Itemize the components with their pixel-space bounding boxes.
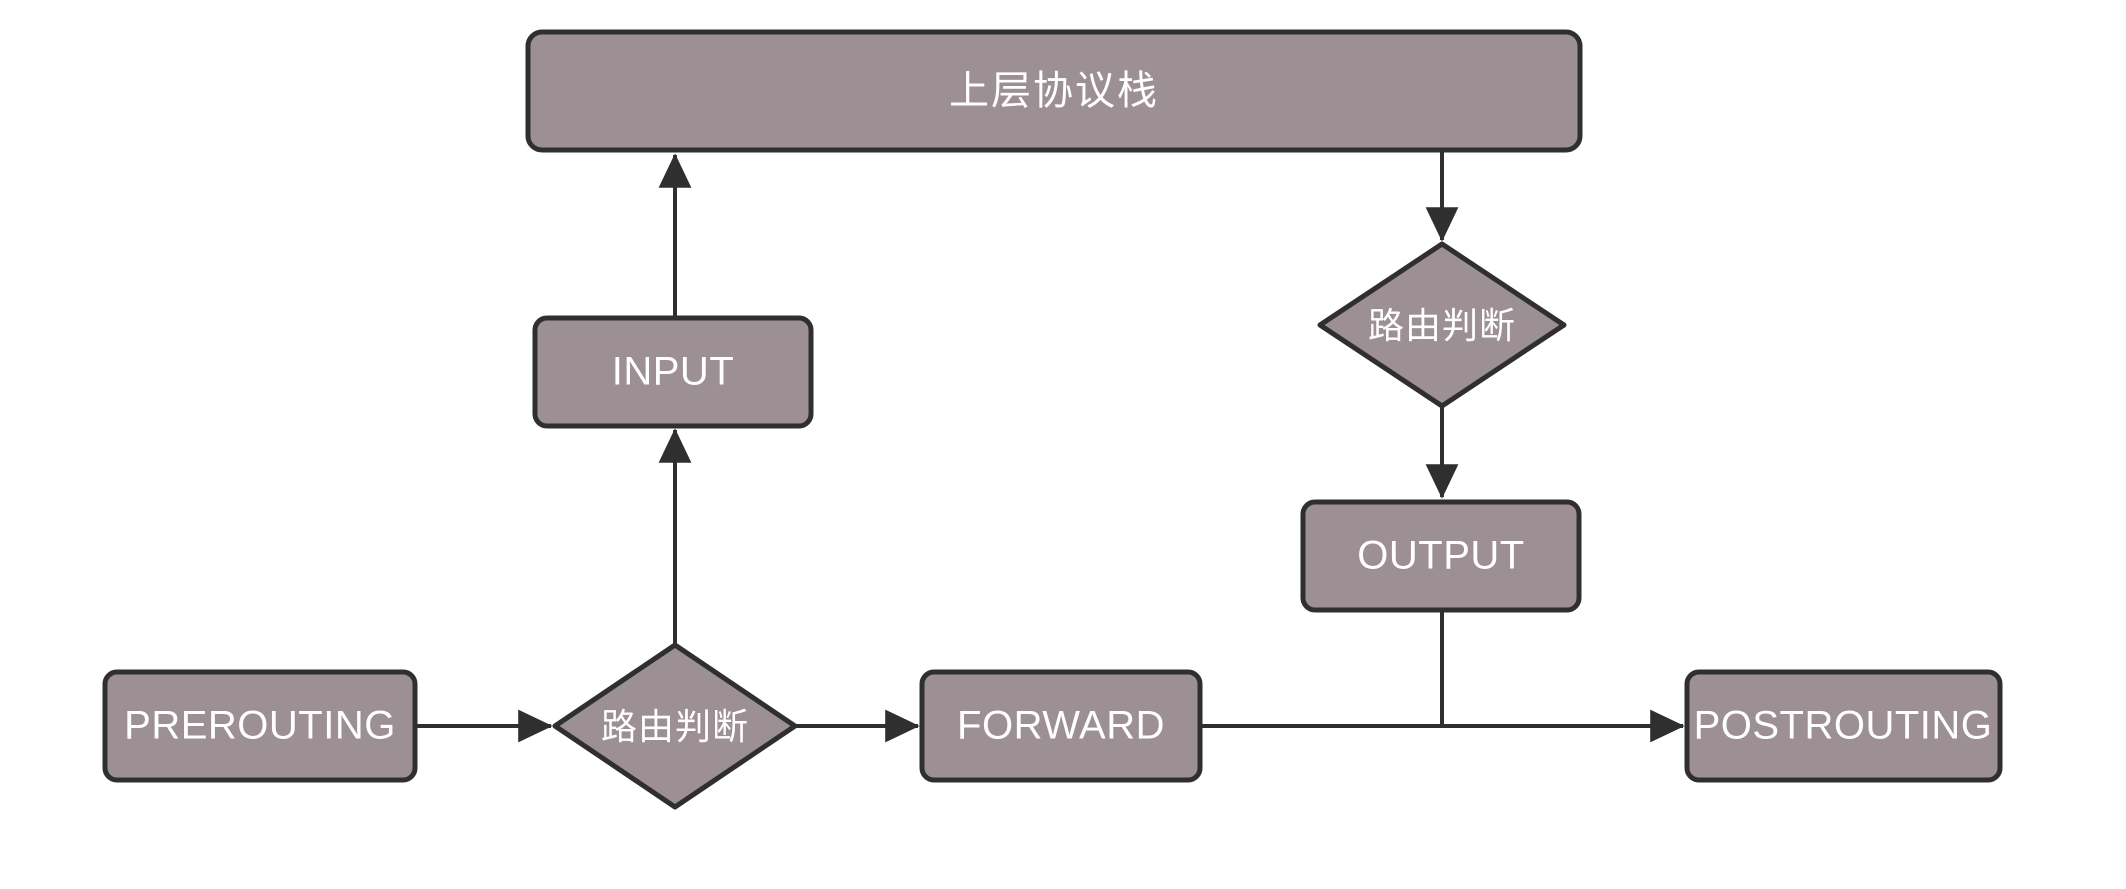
protocol-stack-label: 上层协议栈 <box>949 68 1159 114</box>
prerouting-chain-label: PREROUTING <box>124 704 396 748</box>
postrouting-chain-box[interactable] <box>1684 669 2003 783</box>
route-decision-right-diamond[interactable] <box>1317 241 1567 409</box>
prerouting-chain-box[interactable] <box>102 669 418 783</box>
node-prerouting-chain[interactable]: PREROUTING <box>102 669 418 783</box>
node-route-decision-left[interactable]: 路由判断 <box>552 642 798 810</box>
route-decision-left-diamond[interactable] <box>552 642 798 810</box>
input-chain-label: INPUT <box>612 350 735 394</box>
node-postrouting-chain[interactable]: POSTROUTING <box>1684 669 2003 783</box>
output-chain-box[interactable] <box>1300 499 1582 613</box>
node-route-decision-right[interactable]: 路由判断 <box>1317 241 1567 409</box>
protocol-stack-box[interactable] <box>525 29 1583 153</box>
node-forward-chain[interactable]: FORWARD <box>919 669 1203 783</box>
input-chain-box[interactable] <box>532 315 814 429</box>
edge-layer <box>415 150 1685 743</box>
route-decision-left-label: 路由判断 <box>601 707 749 748</box>
postrouting-chain-label: POSTROUTING <box>1694 704 1993 748</box>
output-chain-label: OUTPUT <box>1357 534 1524 578</box>
forward-chain-box[interactable] <box>919 669 1203 783</box>
node-protocol-stack[interactable]: 上层协议栈 <box>525 29 1583 153</box>
node-layer: 上层协议栈 INPUT 路由判断 路由判断 OUTPUT <box>102 29 2003 810</box>
node-output-chain[interactable]: OUTPUT <box>1300 499 1582 613</box>
forward-chain-label: FORWARD <box>957 704 1165 748</box>
route-decision-right-label: 路由判断 <box>1368 306 1516 347</box>
node-input-chain[interactable]: INPUT <box>532 315 814 429</box>
